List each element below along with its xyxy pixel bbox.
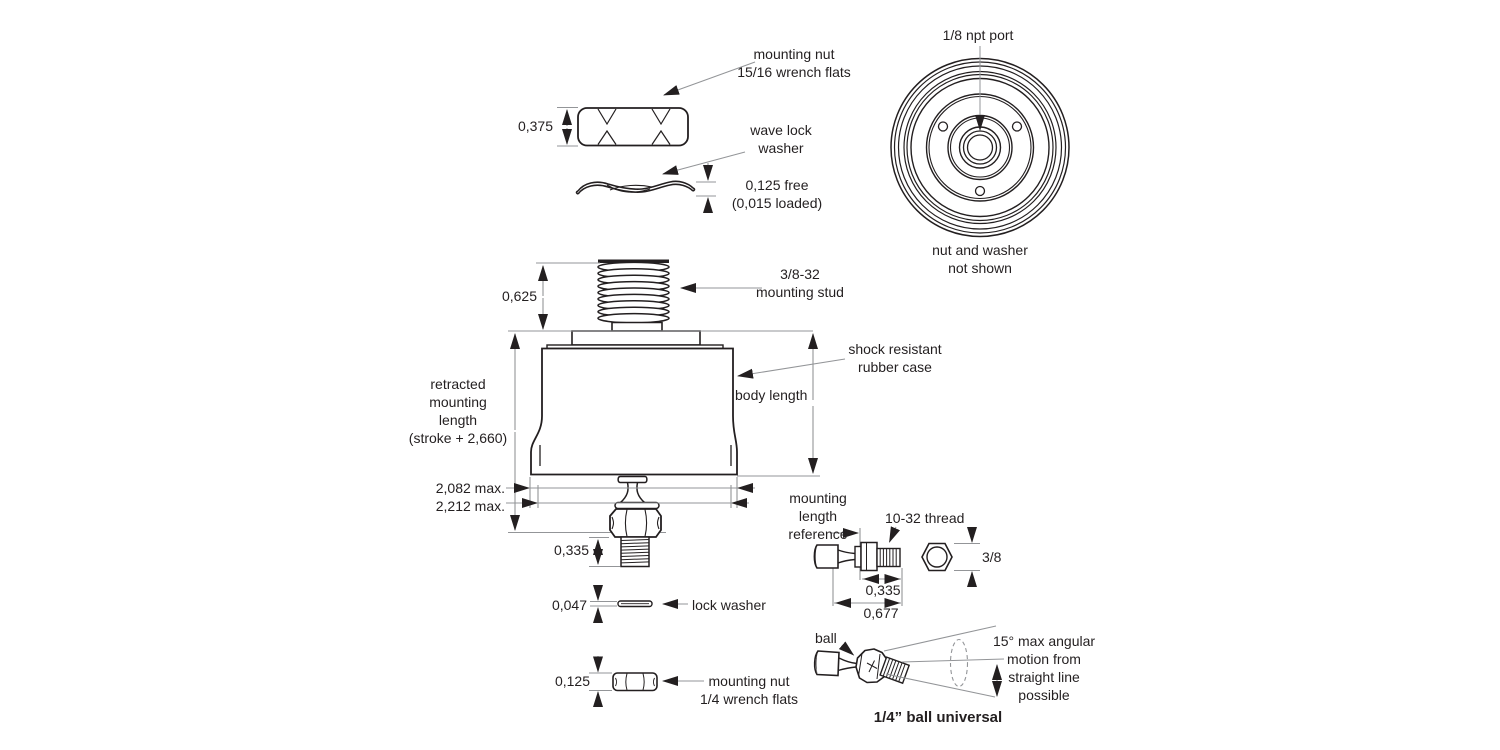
collar-flange (854, 545, 862, 568)
stud-neck (611, 321, 663, 332)
thread-10-32 (876, 547, 901, 568)
rubber-case-label: shock resistant rubber case (848, 341, 942, 375)
port-hole (1011, 121, 1023, 132)
ball-rod-cylinder (813, 650, 840, 677)
rod-end-straight-view (813, 541, 901, 572)
dim-small-nut: 0,125 (554, 673, 590, 689)
lock-washer-label: lock washer (692, 597, 766, 613)
ball-threaded-stud (879, 656, 911, 685)
dimension-lines (506, 106, 1005, 707)
dim-lock-washer: 0,047 (551, 597, 587, 613)
dim-stud-length: 0,625 (501, 288, 537, 304)
dim-dia-max-1: 2,082 max. (435, 480, 505, 496)
rod-cap (617, 475, 648, 484)
ball-rod-neck (837, 657, 858, 672)
dim-dia-max-2: 2,212 max. (435, 498, 505, 514)
small-mounting-nut-view (612, 672, 658, 692)
hex-end-view (921, 542, 953, 572)
collar-bell (860, 541, 878, 572)
npt-port-label: 1/8 npt port (942, 27, 1014, 43)
thread-10-32-label: 10-32 thread (885, 510, 965, 526)
dim-wave-washer: 0,125 free (0,015 loaded) (731, 177, 823, 211)
dim-lower-stud: 0,335 (553, 542, 589, 558)
angular-motion-label: 15° max angular motion from straight lin… (992, 633, 1096, 703)
rod-stem (619, 482, 629, 504)
port-hole (937, 121, 949, 132)
ball-universal-title: 1/4” ball universal (873, 709, 1003, 726)
body-view (530, 330, 738, 476)
mounting-nut-top-label: mounting nut 15/16 wrench flats (737, 46, 851, 80)
rod-neck (837, 549, 856, 564)
dim-hex-flats: 3/8 (982, 549, 1002, 565)
lock-washer-side-view (617, 600, 653, 608)
wave-lock-washer-view (575, 180, 696, 195)
mounting-stud-label: 3/8-32 mounting stud (756, 266, 844, 300)
leader-lines (662, 46, 985, 686)
dim-nut-height: 0,375 (517, 118, 553, 134)
dim-ref-thread-len: 0,335 (865, 582, 901, 598)
mounting-stud-view (597, 259, 670, 332)
mounting-plate (571, 330, 701, 346)
ball-label: ball (815, 630, 837, 646)
wave-lock-washer-label: wave lock washer (750, 122, 812, 156)
port-hole (974, 185, 986, 197)
mounting-nut-bottom-label: mounting nut 1/4 wrench flats (699, 673, 799, 707)
hex-nut (609, 508, 662, 538)
rod-end-shade (814, 546, 817, 567)
leader-10-32-thread (889, 526, 901, 543)
nut-washer-note: nut and washer not shown (932, 242, 1028, 276)
leader-ball (838, 641, 855, 656)
body-length-label: body length (735, 387, 808, 403)
lower-threaded-stud (620, 536, 650, 568)
retracted-length-label: retracted mounting length (stroke + 2,66… (408, 376, 508, 446)
rubber-case (530, 347, 738, 476)
ball-universal-view (813, 648, 911, 685)
leader-mounting-nut (663, 61, 756, 96)
piston-rod-nut-view (609, 475, 662, 568)
leader-wave-washer (662, 151, 746, 175)
leader-rubber-case (737, 358, 846, 379)
rod-cylinder (813, 544, 839, 569)
hex-nut-front-view (577, 107, 689, 147)
mounting-length-ref-label: mounting length reference (788, 490, 848, 542)
dim-ref-overall: 0,677 (863, 605, 899, 621)
